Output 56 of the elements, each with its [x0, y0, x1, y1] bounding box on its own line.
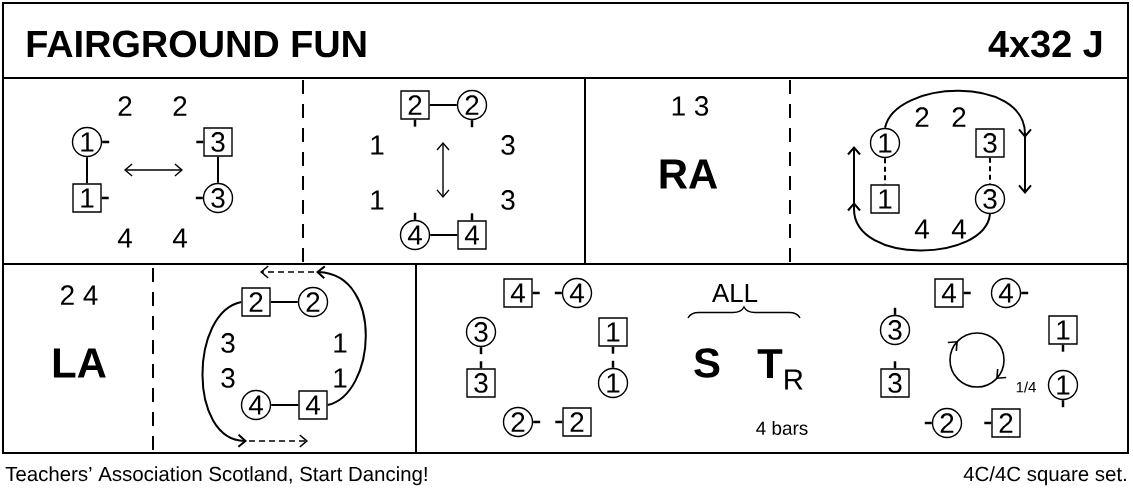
number-label: 4	[951, 219, 966, 239]
number-label: 3	[221, 333, 235, 353]
title: FAIRGROUND FUN	[27, 30, 366, 58]
numbered-square: 3	[880, 368, 910, 398]
text-label: 4 bars	[756, 421, 808, 435]
connector-line	[86, 156, 88, 185]
curved-arrow	[884, 89, 1032, 194]
connector-line	[217, 155, 219, 184]
bold-label: LA	[53, 348, 106, 378]
connector-line	[269, 301, 299, 303]
curved-arrow	[201, 301, 247, 448]
curved-arrow	[316, 265, 367, 406]
bold-label: S	[694, 348, 720, 378]
numbered-square: 3	[203, 127, 233, 157]
number-label: 3	[221, 368, 235, 388]
number-label: 3	[501, 190, 515, 210]
numbered-square: 2	[991, 408, 1021, 438]
connector-line	[429, 234, 459, 236]
number-label: 4	[172, 228, 187, 248]
text-label: ALL	[712, 284, 758, 302]
number-label: 2	[915, 107, 929, 127]
number-label: 1 3	[672, 96, 709, 116]
numbered-square: 2	[562, 407, 592, 437]
connector-line	[270, 404, 300, 406]
number-label: 2	[118, 96, 132, 116]
number-label: 2 4	[61, 285, 98, 305]
number-label: 2	[952, 107, 966, 127]
numbered-square: 4	[457, 220, 487, 250]
number-label: 4	[117, 228, 132, 248]
bold-label: T$_{R}$	[757, 349, 803, 390]
footer-text: Teachers’ Association Scotland, Start Dancing!	[5, 466, 427, 486]
number-label: 1	[371, 135, 384, 155]
numbered-square: 4	[503, 278, 533, 308]
numbered-square: 4	[298, 390, 328, 420]
number-label: 2	[173, 96, 187, 116]
footer-text: 4C/4C square set.	[963, 466, 1126, 486]
numbered-square: 1	[72, 183, 102, 213]
numbered-square: 1	[598, 317, 628, 347]
header-text: 4x32 J	[988, 30, 1102, 58]
bold-label: RA	[660, 159, 718, 189]
dashed-line	[989, 156, 991, 185]
fraction-label: 1/4	[1016, 381, 1036, 393]
number-label: 1	[334, 333, 347, 353]
number-label: 1	[334, 368, 347, 388]
numbered-square: 2	[241, 287, 271, 317]
numbered-square: 3	[466, 368, 496, 398]
numbered-square: 1	[870, 184, 900, 214]
connector-line	[428, 104, 458, 106]
number-label: 3	[501, 135, 515, 155]
numbered-square: 4	[934, 278, 964, 308]
numbered-square: 3	[975, 128, 1005, 158]
curved-arrow	[847, 146, 991, 252]
number-label: 4	[914, 219, 929, 239]
numbered-square: 1	[1048, 315, 1078, 345]
number-label: 1	[371, 190, 384, 210]
numbered-square: 2	[400, 90, 430, 120]
